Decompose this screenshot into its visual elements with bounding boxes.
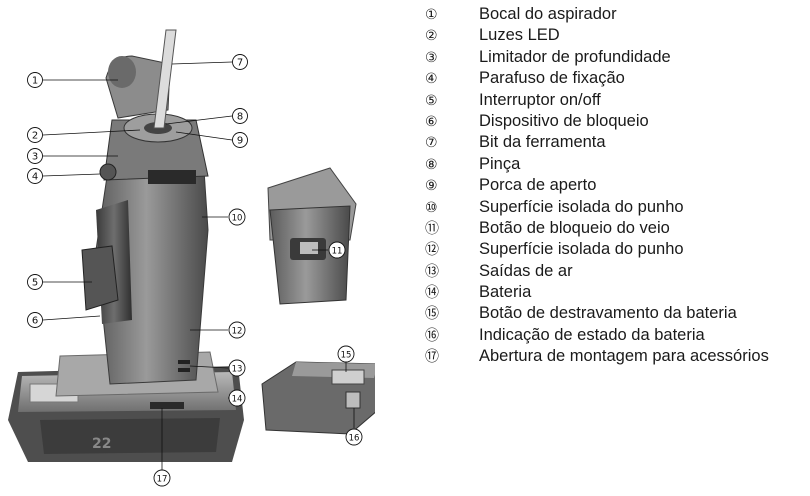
legend-number: ⑯ <box>425 326 439 343</box>
legend-item: ⑥ Dispositivo de bloqueio <box>425 111 810 132</box>
tool-illustration: 22 <box>0 0 379 491</box>
callout-label: 2 <box>32 131 38 142</box>
parts-legend: ① Bocal do aspirador ② Luzes LED ③ Limitado… <box>425 4 810 368</box>
legend-item: ⑫ Superfície isolada do punho <box>425 239 810 260</box>
callout-marker <box>328 241 346 259</box>
callout-label: 17 <box>157 475 168 485</box>
legend-label: Bit da ferramenta <box>479 133 606 152</box>
legend-label: Indicação de estado da bateria <box>479 325 705 344</box>
legend-number: ⑦ <box>425 134 438 151</box>
callout-label: 5 <box>32 278 38 289</box>
callout-marker <box>228 389 246 407</box>
battery-status-indicator <box>345 391 361 409</box>
callout-marker <box>228 321 246 339</box>
legend-item: ⑧ Pinça <box>425 154 810 175</box>
legend-number: ⑫ <box>425 241 439 258</box>
callout-marker <box>228 208 246 226</box>
callout-label: 11 <box>332 247 343 257</box>
legend-label: Pinça <box>479 154 521 173</box>
callout-marker <box>228 359 246 377</box>
legend-item: ⑨ Porca de aperto <box>425 175 810 196</box>
legend-label: Dispositivo de bloqueio <box>479 111 649 130</box>
callout-marker <box>345 428 363 446</box>
legend-label: Bocal do aspirador <box>479 5 617 23</box>
callout-label: 1 <box>32 76 38 87</box>
legend-number: ⑥ <box>425 112 438 129</box>
callout-marker <box>27 72 43 88</box>
legend-label: Botão de bloqueio do veio <box>479 218 670 237</box>
legend-number: ⑭ <box>425 284 439 301</box>
callout-label: 12 <box>232 327 243 337</box>
legend-item: ⑩ Superfície isolada do punho <box>425 197 810 218</box>
callout-label: 16 <box>349 434 360 444</box>
callout-marker <box>27 168 43 184</box>
callout-marker <box>337 345 355 363</box>
legend-label: Superfície isolada do punho <box>479 197 684 216</box>
callout-label: 6 <box>32 316 38 327</box>
callout-marker <box>232 54 248 70</box>
legend-number: ③ <box>425 48 438 65</box>
legend-label: Saídas de ar <box>479 261 573 280</box>
legend-item: ⑭ Bateria <box>425 282 810 303</box>
tool-bit <box>153 29 177 129</box>
legend-item: ⑤ Interruptor on/off <box>425 90 810 111</box>
callout-marker <box>153 469 171 487</box>
callout-marker <box>27 274 43 290</box>
battery-release-button <box>331 369 365 385</box>
legend-number: ⑬ <box>425 262 439 279</box>
legend-number: ⑧ <box>425 155 438 172</box>
legend-label: Interruptor on/off <box>479 90 601 109</box>
callout-marker <box>232 108 248 124</box>
callout-label: 4 <box>32 172 38 183</box>
legend-number: ⑤ <box>425 91 438 108</box>
legend-item: ⑦ Bit da ferramenta <box>425 132 810 153</box>
legend-number: ⑩ <box>425 198 438 215</box>
legend-number: ⑰ <box>425 348 439 365</box>
callout-label: 8 <box>237 112 243 123</box>
callout-marker <box>27 127 43 143</box>
battery-inset <box>261 361 379 435</box>
legend-label: Abertura de montagem para acessórios <box>479 347 769 366</box>
legend-item: ⑬ Saídas de ar <box>425 261 810 282</box>
legend-number: ① <box>425 6 438 22</box>
legend-item: ⑰ Abertura de montagem para acessórios <box>425 346 810 367</box>
on-off-switch <box>81 245 119 311</box>
legend-label: Bateria <box>479 283 532 302</box>
callout-marker <box>27 148 43 164</box>
rear-view-inset <box>267 167 357 305</box>
callout-label: 7 <box>237 58 243 69</box>
main-tool: 22 <box>8 29 244 462</box>
callout-label: 15 <box>341 351 352 361</box>
callout-label: 13 <box>232 365 243 375</box>
legend-number: ⑮ <box>425 305 439 322</box>
legend-number: ⑨ <box>425 177 438 194</box>
legend-label: Luzes LED <box>479 26 560 45</box>
legend-number: ② <box>425 27 438 44</box>
legend-item: ⑯ Indicação de estado da bateria <box>425 325 810 346</box>
legend-item: ⑪ Botão de bloqueio do veio <box>425 218 810 239</box>
legend-label: Botão de destravamento da bateria <box>479 304 737 323</box>
callout-marker <box>27 312 43 328</box>
callout-label: 14 <box>232 395 243 405</box>
callout-marker <box>232 132 248 148</box>
legend-item: ③ Limitador de profundidade <box>425 47 810 68</box>
legend-item: ④ Parafuso de fixação <box>425 68 810 89</box>
callout-label: 3 <box>32 152 38 163</box>
battery-marking: 22 <box>92 436 111 452</box>
legend-item: ① Bocal do aspirador <box>425 4 810 25</box>
legend-label: Porca de aperto <box>479 176 597 195</box>
legend-item: ② Luzes LED <box>425 25 810 46</box>
legend-number: ⑪ <box>425 219 439 236</box>
callout-label: 9 <box>237 136 243 147</box>
legend-number: ④ <box>425 70 438 87</box>
fixing-screw <box>99 163 117 181</box>
legend-label: Limitador de profundidade <box>479 47 671 66</box>
legend-label: Parafuso de fixação <box>479 69 625 88</box>
callout-label: 10 <box>232 214 243 224</box>
legend-label: Superfície isolada do punho <box>479 240 684 259</box>
legend-item: ⑮ Botão de destravamento da bateria <box>425 303 810 324</box>
